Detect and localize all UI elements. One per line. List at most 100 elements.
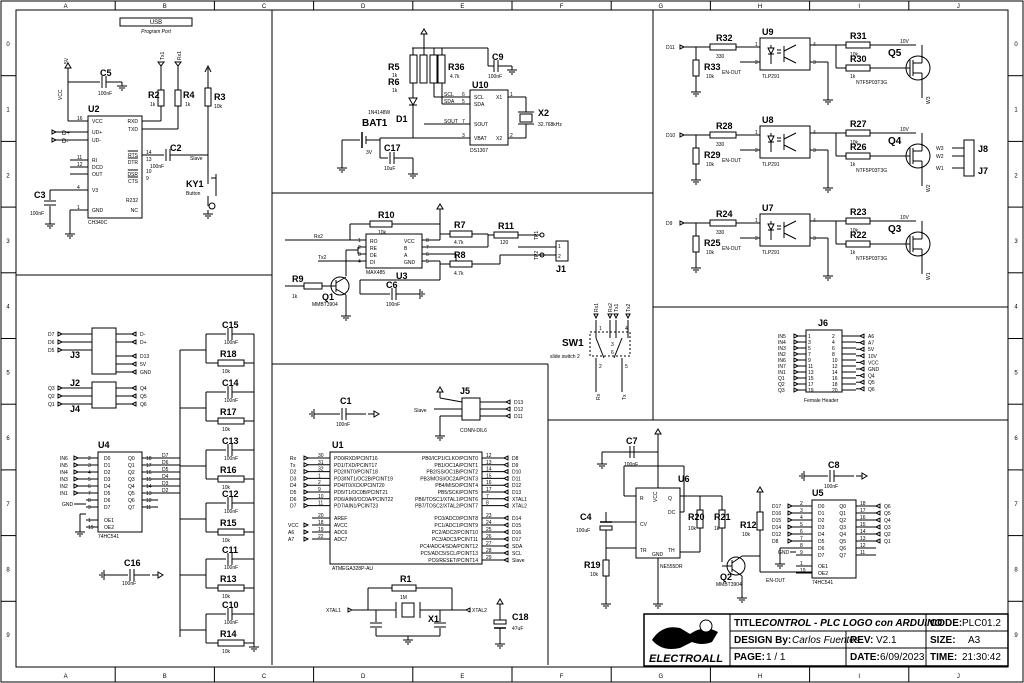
u5-pin-label: Q4 (839, 532, 846, 538)
u5-pin-label: Q0 (839, 504, 846, 510)
header-net: A6 (868, 334, 874, 340)
schematic-label: 6 (426, 252, 429, 258)
u4-pin-label: Q5 (128, 491, 135, 497)
u1-pin-label: PD2/INT0/PCINT18 (334, 470, 378, 476)
u5-buffer-section: U5 74HC541 D02D17D13D16D24D15D35D14D46D1… (772, 488, 891, 586)
u5-pin-number: 7 (800, 536, 803, 542)
u1-net: D8 (512, 456, 519, 462)
resistor-value: 10k (222, 427, 231, 433)
u5-pin-label: Q1 (839, 511, 846, 517)
u1-net: Rx (290, 456, 297, 462)
pin-number: 3 (813, 148, 816, 154)
header-net: VCC (868, 360, 879, 366)
resistor-value: 10k (706, 74, 715, 80)
header-net: IN6 (778, 358, 786, 364)
u2-pin-number: 9 (146, 176, 149, 182)
mosfet-ref: Q5 (888, 48, 902, 59)
u4-input-net: IN3 (60, 477, 68, 483)
u1-net: D13 (512, 490, 521, 496)
schematic-label: X2 (538, 108, 549, 118)
resistor-ref: R22 (850, 230, 867, 240)
u1-net: D2 (290, 470, 297, 476)
u2-pin-label: RXD (127, 119, 138, 125)
schematic-label: TIME: (930, 652, 957, 663)
u1-net: D17 (512, 537, 521, 543)
schematic-label: 1N4148W (368, 110, 391, 116)
schematic-label: 4.7k (454, 240, 464, 246)
row-marker: 3 (6, 239, 10, 245)
pin-number: 2 (755, 60, 758, 66)
schematic-label: A3 (968, 635, 981, 646)
u4-pin-label: Q4 (128, 484, 135, 490)
u5-pin-label: D1 (818, 511, 825, 517)
output-connectors: J8 J7 W3 W2 W1 (936, 139, 988, 177)
u1-net: D4 (290, 483, 297, 489)
u1-pin-number: 28 (486, 548, 492, 554)
schematic-label: J7 (978, 166, 988, 176)
schematic-label: VCC (653, 491, 659, 502)
pin-number: 20 (832, 388, 838, 394)
schematic-label: 21:30:42 (962, 652, 1001, 663)
u1-net: D16 (512, 530, 521, 536)
u2-pin-number: 11 (77, 155, 82, 161)
u1-pin-number: 20 (318, 513, 324, 519)
schematic-label: DC (668, 510, 676, 516)
schematic-label: 2 (510, 133, 513, 139)
resistor-ref: R18 (220, 349, 237, 359)
schematic-label: 2 (558, 254, 561, 260)
u5-pin-label: D2 (818, 518, 825, 524)
schematic-label: DS1307 (470, 148, 488, 154)
row-marker: 5 (6, 370, 10, 376)
schematic-label: DI (370, 260, 375, 266)
u5-net: Q5 (884, 511, 891, 517)
schematic-label: 47uF (512, 626, 523, 632)
u4-pin-number: 12 (146, 498, 152, 504)
u1-pin-label: PB5/SCK/PCINT5 (438, 490, 479, 496)
u2-pin-number: 10 (146, 169, 152, 175)
column-marker: A (64, 674, 68, 680)
pin-number: 8 (832, 352, 835, 358)
schematic-label: 1k (292, 294, 298, 300)
schematic-label: R10 (378, 210, 395, 220)
net-label: Rx2 (608, 303, 614, 312)
column-marker: H (758, 674, 762, 680)
u1-pin-number: 2 (318, 480, 321, 486)
header-net: D5 (48, 348, 55, 354)
u5-pin-number: 19 (800, 568, 806, 574)
schematic-label: CONN-DIL6 (460, 428, 487, 434)
pin-number: 9 (808, 358, 811, 364)
row-marker: 1 (6, 108, 10, 114)
u4-pin-label: D6 (104, 498, 111, 504)
u2-pin-label: V3 (92, 188, 98, 194)
schematic-label: VCC (404, 239, 415, 245)
u1-pin-number: 17 (486, 487, 492, 493)
schematic-label: 1 (358, 238, 361, 244)
u1-pin-label: AREF (334, 516, 347, 522)
u1-pin-label: ADC7 (334, 537, 348, 543)
u2-pin-label: VCC (92, 119, 103, 125)
schematic-label: DATE: (850, 652, 880, 663)
schematic-label: J3 (70, 350, 80, 360)
schematic-label: R6 (388, 77, 400, 87)
capacitor-ref: C10 (222, 600, 239, 610)
schematic-label: slide switch 2 (550, 354, 580, 360)
header-net: Q5 (140, 394, 147, 400)
resistor-value: 10k (222, 649, 231, 655)
row-marker: 8 (6, 567, 10, 573)
header-net: IN3 (778, 346, 786, 352)
schematic-label: C17 (384, 143, 401, 153)
u4-pin-number: 5 (88, 477, 91, 483)
resistor-ref: R23 (850, 207, 867, 217)
schematic-label: ELECTROALL (649, 653, 723, 665)
u1-pin-label: PB3/MOSI/OC2A/PCINT3 (420, 476, 478, 482)
u1-pin-label: PD7/AIN1/PCINT23 (334, 504, 378, 510)
header-net: Q1 (778, 376, 785, 382)
net-label: EN-OUT (722, 246, 741, 252)
schematic-label: Slave (190, 156, 203, 162)
u1-pin-label: PB6/TOSC1/XTAL1/PCINT6 (415, 497, 478, 503)
net-label: EN-OUT (722, 158, 741, 164)
schematic-label: 5 (462, 99, 465, 105)
